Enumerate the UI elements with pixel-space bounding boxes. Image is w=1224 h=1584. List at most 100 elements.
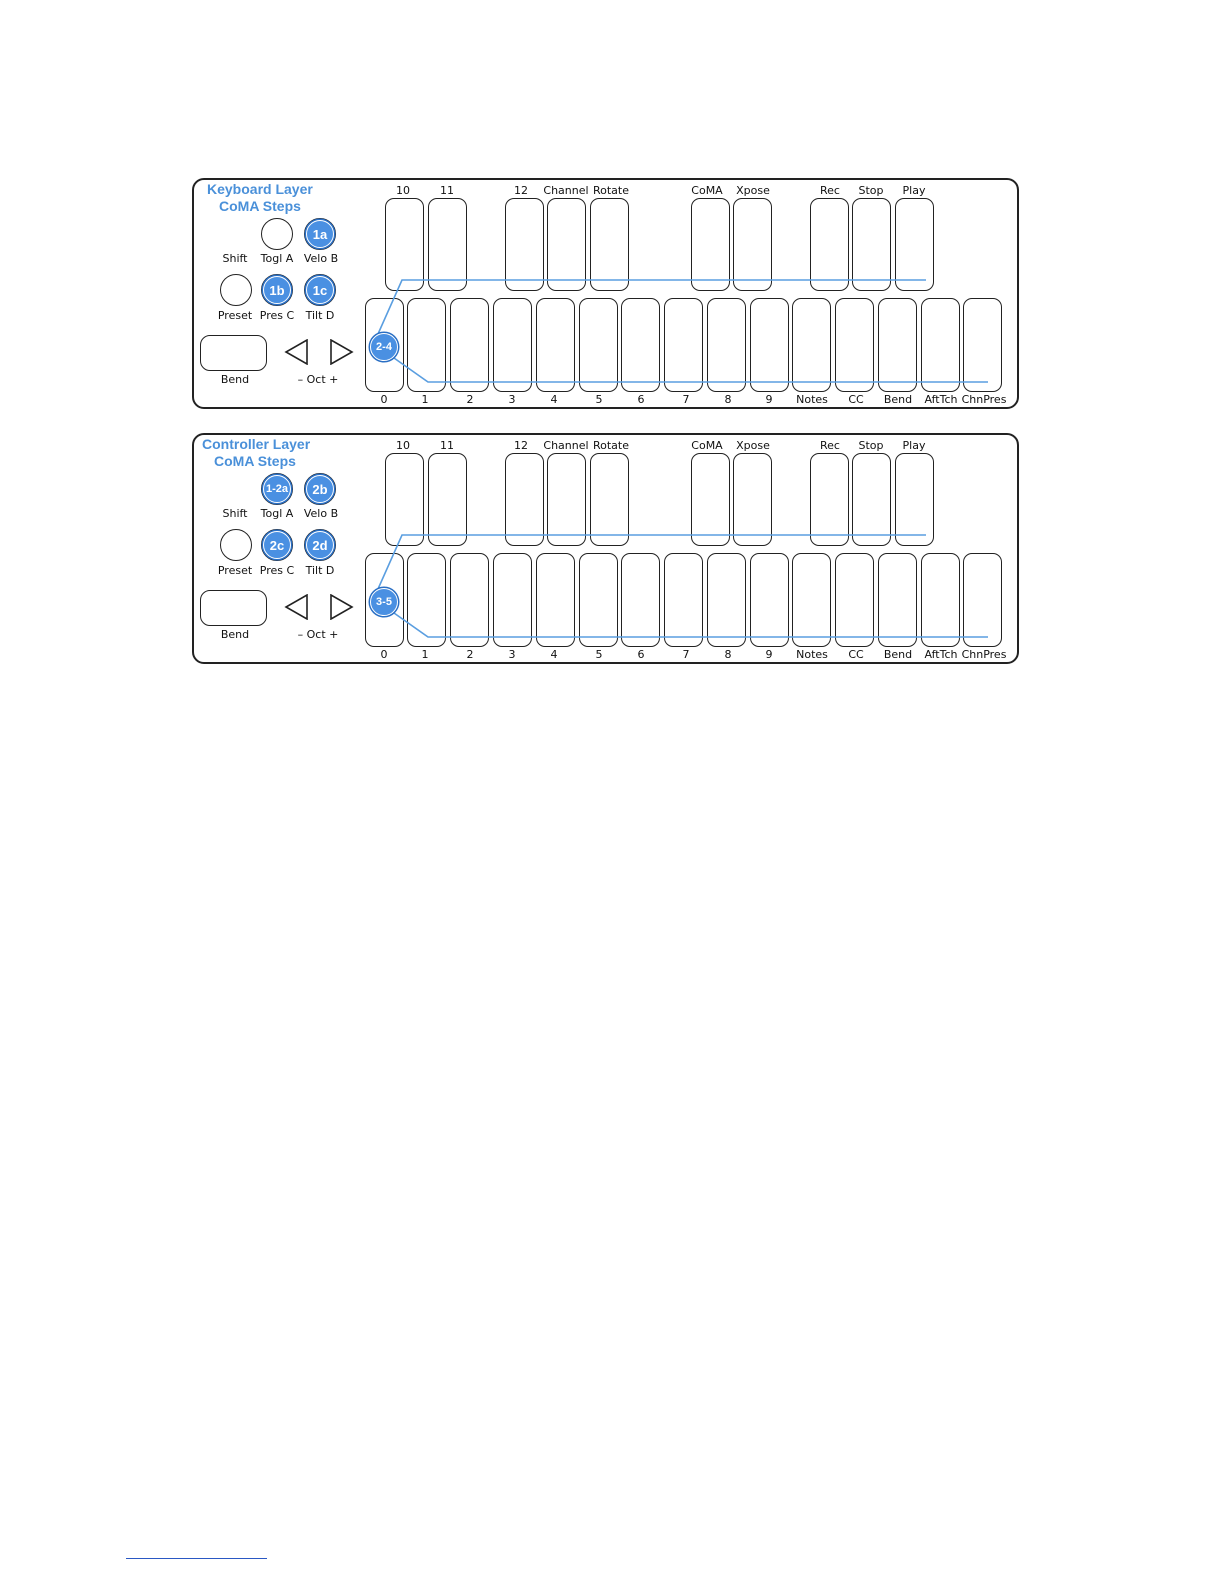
top-key[interactable]	[385, 198, 424, 291]
coma-step-label: 2d	[312, 537, 328, 553]
bottom-key[interactable]	[707, 553, 746, 647]
top-key[interactable]	[505, 453, 544, 546]
bottom-key[interactable]	[878, 553, 917, 647]
tilt-label: Tilt D	[305, 564, 335, 577]
preset-button[interactable]	[220, 529, 252, 561]
velo-label: Velo B	[303, 507, 339, 520]
top-key[interactable]	[810, 453, 849, 546]
coma-step-label: 2c	[269, 537, 285, 553]
bottom-key[interactable]	[878, 298, 917, 392]
top-key-label: 12	[514, 439, 528, 452]
preset-label: Preset	[217, 309, 253, 322]
bottom-key[interactable]	[450, 298, 489, 392]
bottom-key-label: 8	[724, 393, 732, 406]
bottom-key[interactable]	[664, 298, 703, 392]
octave-down-icon[interactable]	[284, 594, 310, 620]
octave-up-icon[interactable]	[328, 339, 354, 365]
coma-step-badge: 1c	[306, 276, 334, 304]
pres-label: Pres C	[259, 564, 295, 577]
bottom-key-label: 6	[637, 393, 645, 406]
coma-step-label: 2b	[312, 481, 328, 497]
top-key-label: Play	[902, 439, 926, 452]
bottom-key-label: 2	[466, 393, 474, 406]
bottom-key[interactable]	[407, 298, 446, 392]
top-key[interactable]	[691, 453, 730, 546]
bottom-key[interactable]	[921, 553, 960, 647]
bottom-key[interactable]	[407, 553, 446, 647]
top-key[interactable]	[895, 198, 934, 291]
top-key[interactable]	[810, 198, 849, 291]
coma-step-label: 1a	[312, 226, 328, 242]
bottom-key-label: Notes	[796, 648, 828, 661]
bend-pad[interactable]	[200, 590, 267, 626]
togl-a-button[interactable]	[261, 218, 293, 250]
bottom-key[interactable]	[579, 298, 618, 392]
top-key-label: Rec	[820, 439, 840, 452]
top-key[interactable]	[505, 198, 544, 291]
top-key[interactable]	[428, 453, 467, 546]
top-key[interactable]	[733, 453, 772, 546]
bottom-key-label: Bend	[883, 648, 913, 661]
panel-frame	[192, 178, 1019, 409]
bottom-key[interactable]	[963, 298, 1002, 392]
bottom-key[interactable]	[750, 553, 789, 647]
bottom-key-label: Bend	[883, 393, 913, 406]
bottom-key-label: 0	[380, 648, 388, 661]
bottom-key-label: 9	[765, 648, 773, 661]
bottom-key[interactable]	[707, 298, 746, 392]
oct-label: – Oct +	[297, 373, 339, 386]
bottom-key[interactable]	[579, 553, 618, 647]
togl-label: Togl A	[260, 252, 294, 265]
top-key[interactable]	[385, 453, 424, 546]
bottom-key[interactable]	[921, 298, 960, 392]
bottom-key[interactable]	[621, 298, 660, 392]
bottom-key[interactable]	[664, 553, 703, 647]
bottom-key-label: AftTch	[924, 393, 958, 406]
pres-label: Pres C	[259, 309, 295, 322]
bottom-key-label: CC	[848, 393, 864, 406]
bottom-key[interactable]	[750, 298, 789, 392]
bottom-key[interactable]	[835, 553, 874, 647]
top-key[interactable]	[590, 198, 629, 291]
top-key[interactable]	[852, 453, 891, 546]
top-key-label: Rec	[820, 184, 840, 197]
coma-step-label: 3-5	[376, 596, 392, 608]
octave-up-icon[interactable]	[328, 594, 354, 620]
bottom-key[interactable]	[450, 553, 489, 647]
top-key[interactable]	[852, 198, 891, 291]
coma-step-badge: 1a	[306, 220, 334, 248]
top-key-label: 10	[396, 184, 410, 197]
top-key[interactable]	[733, 198, 772, 291]
top-key[interactable]	[895, 453, 934, 546]
top-key-label: Stop	[858, 184, 884, 197]
top-key[interactable]	[547, 198, 586, 291]
preset-button[interactable]	[220, 274, 252, 306]
top-key-label: Xpose	[736, 184, 770, 197]
tilt-label: Tilt D	[305, 309, 335, 322]
coma-step-label: 1-2a	[265, 483, 289, 495]
bottom-key[interactable]	[621, 553, 660, 647]
bottom-key[interactable]	[493, 553, 532, 647]
octave-down-icon[interactable]	[284, 339, 310, 365]
bottom-key-label: Notes	[796, 393, 828, 406]
oct-label: – Oct +	[297, 628, 339, 641]
top-key[interactable]	[547, 453, 586, 546]
bottom-key[interactable]	[792, 553, 831, 647]
bottom-key-label: 7	[682, 648, 690, 661]
top-key-label: 12	[514, 184, 528, 197]
coma-step-label: 2-4	[376, 341, 392, 353]
coma-step-badge: 2-4	[370, 333, 398, 361]
bottom-key[interactable]	[536, 298, 575, 392]
top-key[interactable]	[590, 453, 629, 546]
bottom-key[interactable]	[493, 298, 532, 392]
bottom-key-label: 3	[508, 648, 516, 661]
layer-subtitle: CoMA Steps	[219, 198, 301, 214]
bottom-key[interactable]	[792, 298, 831, 392]
bend-pad[interactable]	[200, 335, 267, 371]
top-key[interactable]	[691, 198, 730, 291]
bottom-key[interactable]	[835, 298, 874, 392]
coma-step-badge: 1-2a	[263, 475, 291, 503]
bottom-key[interactable]	[536, 553, 575, 647]
bottom-key[interactable]	[963, 553, 1002, 647]
top-key[interactable]	[428, 198, 467, 291]
